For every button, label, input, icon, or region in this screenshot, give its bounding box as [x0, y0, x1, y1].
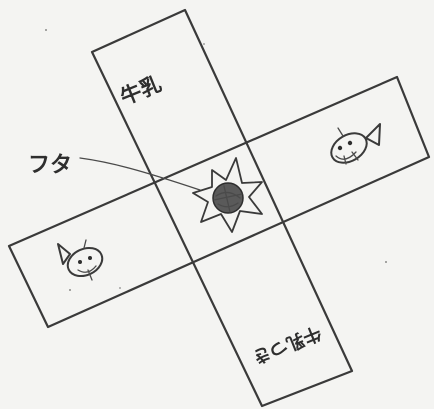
leader-line [80, 158, 200, 190]
lid-star-icon [193, 158, 262, 232]
top-panel-label: 牛乳 [117, 72, 165, 110]
bottom-panel-label: 牛乳つき [249, 321, 324, 368]
fish-right-icon [326, 124, 380, 169]
lid-pointer-label: フタ [28, 153, 72, 178]
fish-left-icon [58, 240, 107, 281]
